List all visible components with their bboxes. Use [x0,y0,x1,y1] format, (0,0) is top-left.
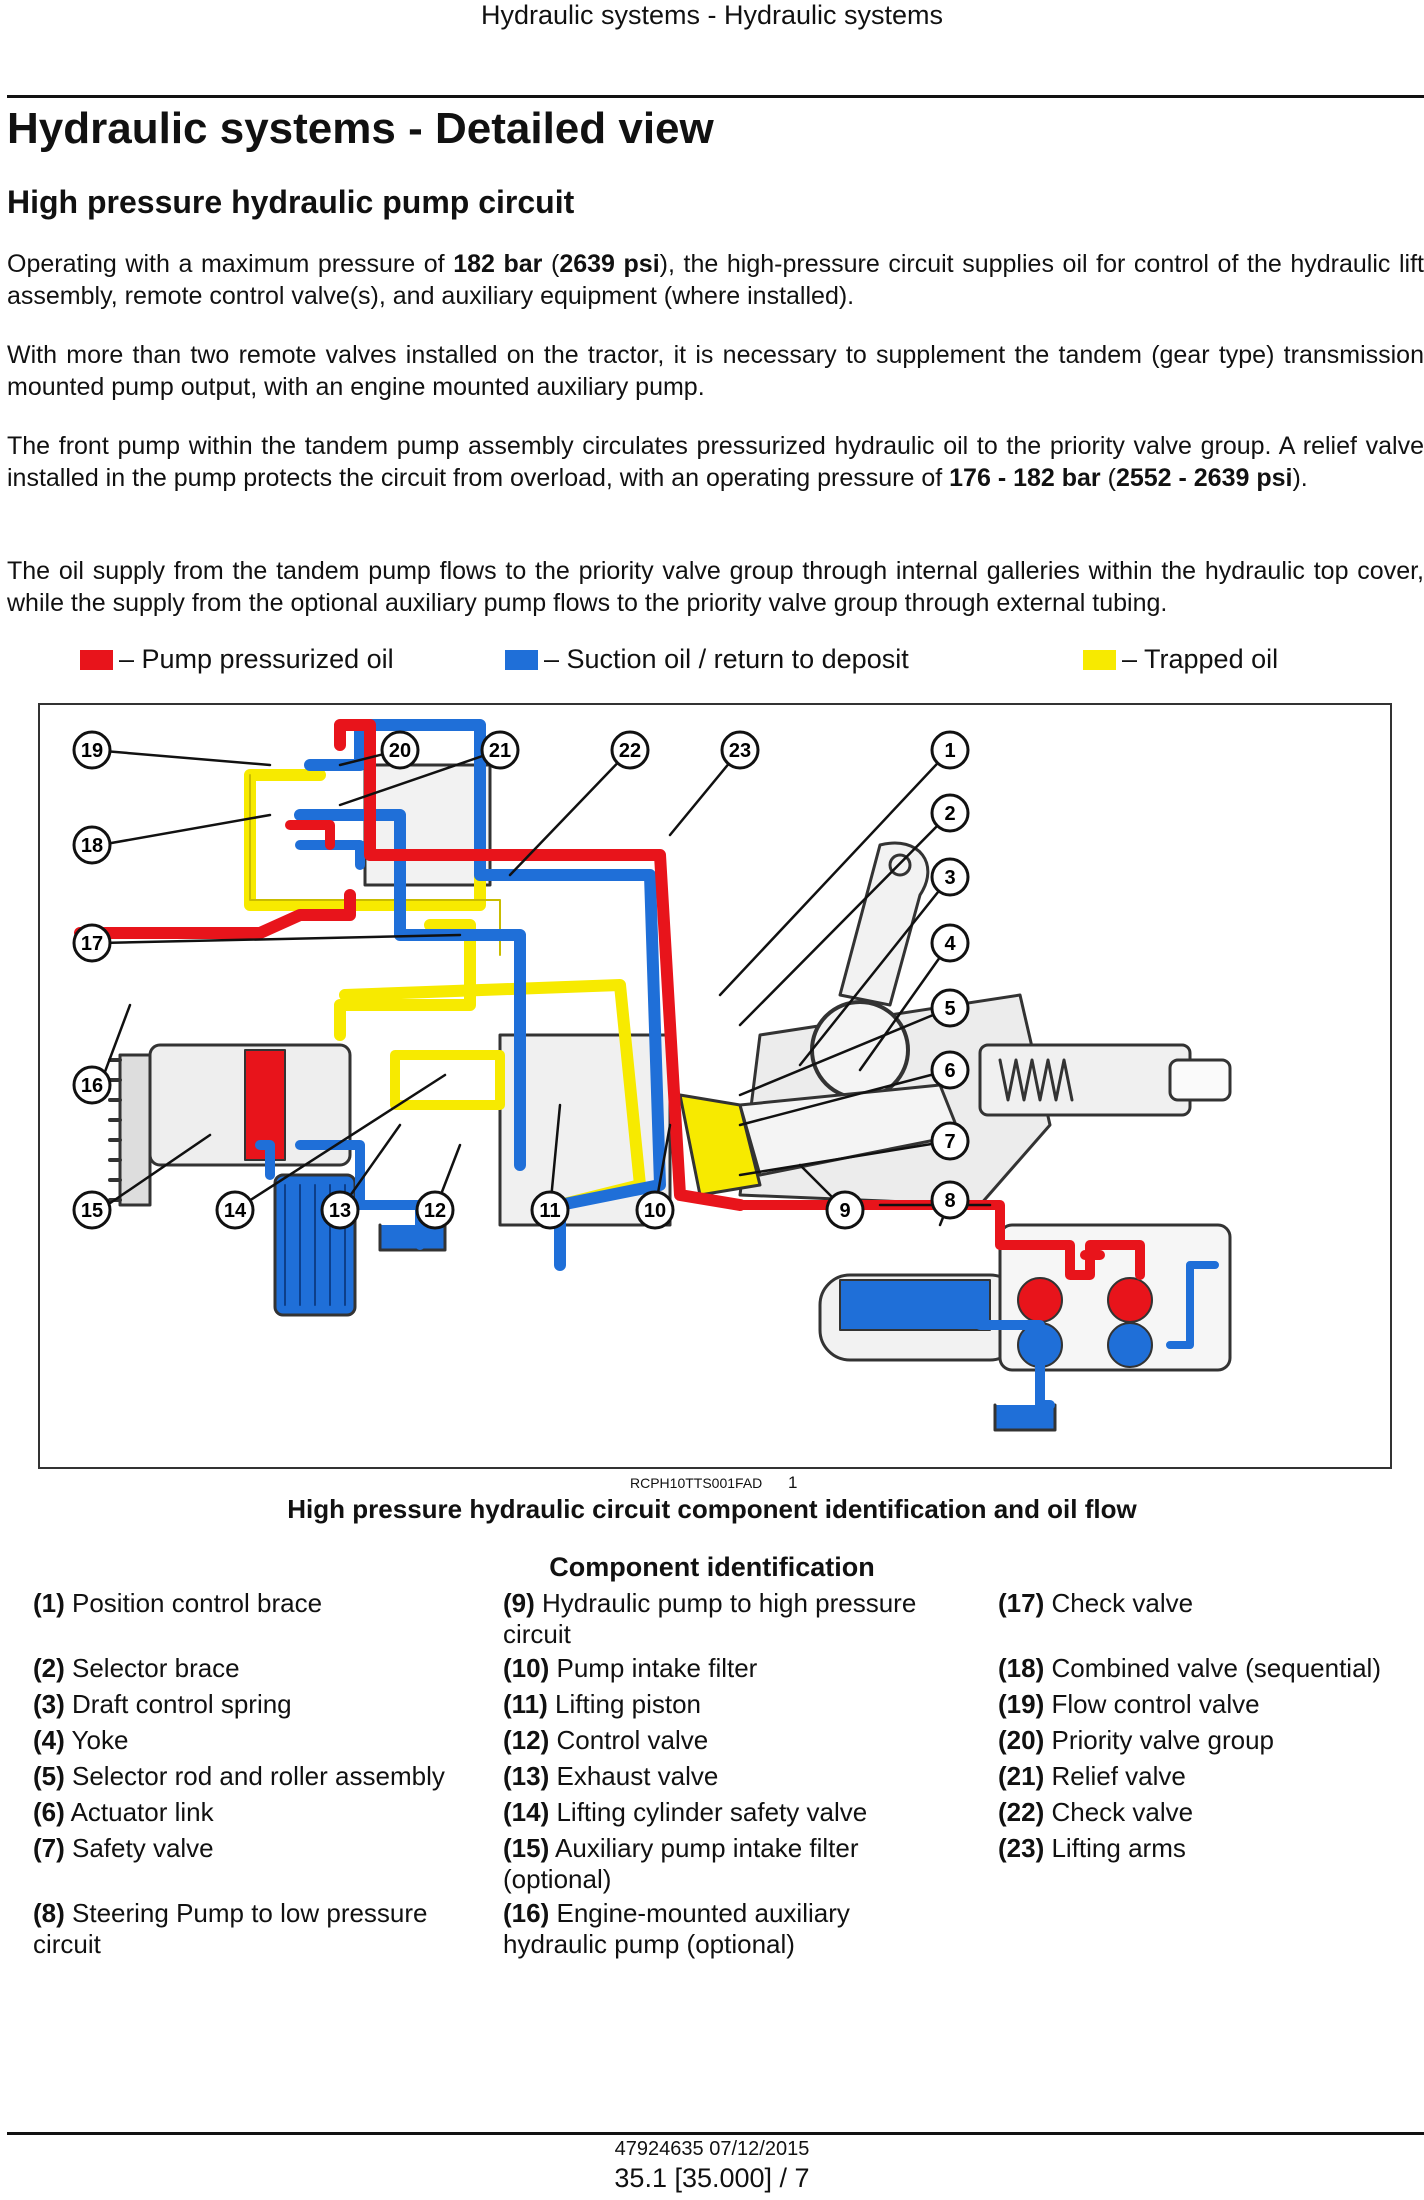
callout-5: 5 [930,988,970,1028]
paragraph-2: With more than two remote valves install… [7,341,1424,401]
callout-18: 18 [72,825,112,865]
callout-11: 11 [530,1190,570,1230]
component-item: (6) Actuator link [33,1797,214,1827]
callout-label: 20 [389,740,411,762]
legend-suction: – Suction oil / return to deposit [505,644,909,675]
callout-label: 19 [81,740,103,762]
legend-pressurized: – Pump pressurized oil [80,644,394,675]
component-list-title: Component identification [549,1552,875,1582]
callout-label: 16 [81,1075,103,1097]
paragraph-4: The oil supply from the tandem pump flow… [7,557,1424,617]
footer-divider [7,2132,1424,2135]
callout-14: 14 [215,1190,255,1230]
callout-label: 17 [81,933,103,955]
callout-21: 21 [480,730,520,770]
callout-label: 4 [944,933,956,955]
callout-label: 13 [329,1200,351,1222]
callout-22: 22 [610,730,650,770]
red-swatch-icon [80,649,113,670]
section-title: High pressure hydraulic pump circuit [7,184,575,220]
component-item: (7) Safety valve [33,1833,214,1863]
figure-caption: High pressure hydraulic circuit componen… [287,1494,1137,1524]
component-item: (20) Priority valve group [998,1725,1275,1755]
callout-16: 16 [72,1065,112,1105]
component-item: (23) Lifting arms [998,1833,1186,1863]
yellow-swatch-icon [1083,649,1116,670]
component-item: (13) Exhaust valve [503,1761,719,1791]
figure-code: RCPH10TTS001FAD [630,1475,763,1491]
page-title: Hydraulic systems - Detailed view [7,104,714,153]
page-number: 35.1 [35.000] / 7 [614,2163,810,2193]
component-item: (11) Lifting piston [503,1689,702,1719]
callout-7: 7 [930,1121,970,1161]
component-item: (5) Selector rod and roller assembly [33,1761,445,1791]
paragraph-1: Operating with a maximum pressure of 182… [7,250,1424,310]
component-item: (9) Hydraulic pump to high pressure circ… [503,1588,917,1649]
callout-17: 17 [72,923,112,963]
component-item: (19) Flow control valve [998,1689,1260,1719]
header-divider [7,95,1424,98]
component-item: (17) Check valve [998,1588,1194,1618]
relief-pressure-bar: 176 - 182 bar [949,464,1101,492]
component-item: (16) Engine-mounted auxiliary hydraulic … [503,1898,850,1959]
callout-label: 21 [489,740,511,762]
callout-4: 4 [930,923,970,963]
relief-pressure-psi: 2552 - 2639 psi [1115,464,1293,492]
callout-label: 1 [944,740,955,762]
callout-6: 6 [930,1050,970,1090]
paragraph-3: The front pump within the tandem pump as… [7,432,1424,492]
callout-13: 13 [320,1190,360,1230]
callout-label: 22 [619,740,641,762]
callout-label: 3 [944,867,955,889]
callout-label: 9 [839,1200,850,1222]
component-item: (3) Draft control spring [33,1689,292,1719]
callout-label: 5 [944,998,955,1020]
callout-label: 23 [729,740,751,762]
max-pressure-bar: 182 bar [453,250,543,278]
component-item: (1) Position control brace [33,1588,323,1618]
component-item: (8) Steering Pump to low pressure circui… [33,1898,428,1959]
component-column-2: (9) Hydraulic pump to high pressure circ… [503,1588,973,1988]
document-id: 47924635 07/12/2015 [614,2138,810,2160]
callout-12: 12 [415,1190,455,1230]
component-item: (14) Lifting cylinder safety valve [503,1797,868,1827]
component-item: (15) Auxiliary pump intake filter (optio… [503,1833,859,1894]
component-item: (2) Selector brace [33,1653,240,1683]
callout-15: 15 [72,1190,112,1230]
component-column-1: (1) Position control brace (2) Selector … [33,1588,483,1988]
callout-10: 10 [635,1190,675,1230]
callout-19: 19 [72,730,112,770]
component-item: (12) Control valve [503,1725,709,1755]
callout-label: 10 [644,1200,666,1222]
callout-label: 6 [944,1060,955,1082]
callout-label: 11 [539,1200,560,1222]
component-item: (10) Pump intake filter [503,1653,758,1683]
callout-23: 23 [720,730,760,770]
callout-label: 15 [81,1200,103,1222]
callout-20: 20 [380,730,420,770]
component-item: (4) Yoke [33,1725,129,1755]
callout-2: 2 [930,793,970,833]
callout-label: 18 [81,835,103,857]
callout-3: 3 [930,857,970,897]
component-item: (21) Relief valve [998,1761,1186,1791]
figure-number: 1 [788,1473,798,1492]
component-item: (18) Combined valve (sequential) [998,1653,1381,1683]
callout-label: 14 [224,1200,247,1222]
callout-8: 8 [930,1180,970,1220]
callout-9: 9 [825,1190,865,1230]
running-header: Hydraulic systems - Hydraulic systems [480,0,944,30]
callout-label: 12 [424,1200,446,1222]
component-column-3: (17) Check valve (18) Combined valve (se… [998,1588,1424,1888]
callout-1: 1 [930,730,970,770]
component-item: (22) Check valve [998,1797,1194,1827]
callout-label: 2 [944,803,955,825]
max-pressure-psi: 2639 psi [559,250,660,278]
callout-label: 7 [944,1131,955,1153]
legend-trapped: – Trapped oil [1083,644,1278,675]
callout-label: 8 [944,1190,955,1212]
blue-swatch-icon [505,649,538,670]
